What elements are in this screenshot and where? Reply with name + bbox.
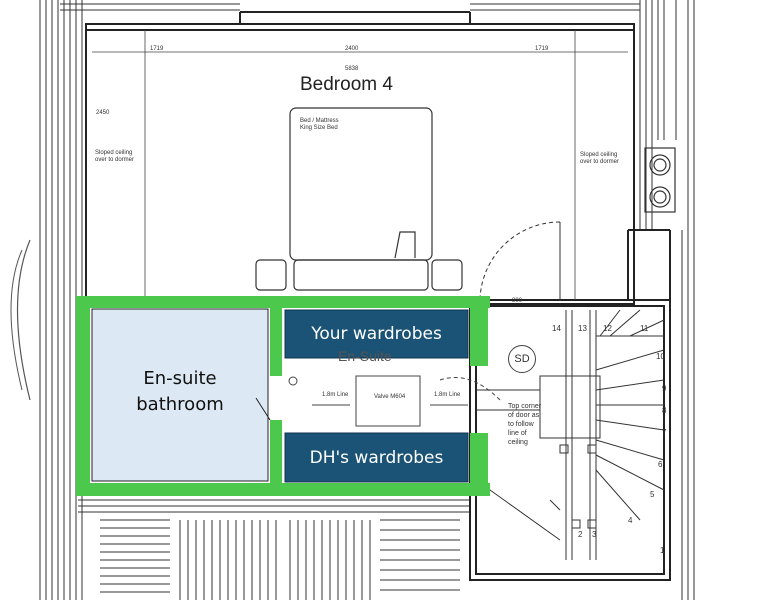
top-roof-hatching bbox=[60, 3, 640, 11]
dim-center: 2400 bbox=[345, 46, 359, 52]
stair-number: 7 bbox=[662, 428, 667, 437]
dim-right: 1719 bbox=[535, 46, 549, 52]
right-wall-note: Sloped ceiling over to dormer bbox=[580, 152, 620, 165]
ensuite-label-line2: bathroom bbox=[136, 394, 224, 415]
stair-number: 10 bbox=[656, 352, 665, 361]
stair-number: 9 bbox=[662, 384, 667, 393]
stair-number: 5 bbox=[650, 490, 655, 499]
stair-number: 4 bbox=[628, 516, 633, 525]
stair-number: 2 bbox=[578, 530, 583, 539]
line-left-note: 1.8m Line bbox=[322, 392, 349, 398]
stair-number: 11 bbox=[640, 324, 649, 333]
bed-note: Bed / Mattress King Size Bed bbox=[300, 118, 339, 131]
ensuite-label: En-suite bathroom bbox=[92, 366, 268, 418]
staircase bbox=[475, 309, 665, 560]
line-right-note: 1.8m Line bbox=[434, 392, 461, 398]
dim-height: 2450 bbox=[96, 110, 110, 116]
left-wall-note: Sloped ceiling over to dormer bbox=[95, 150, 135, 163]
dim-left: 1719 bbox=[150, 46, 164, 52]
ensuite-underlay-text: En-Suite bbox=[338, 348, 392, 364]
highlight-outline bbox=[76, 296, 490, 496]
stair-number: 12 bbox=[603, 324, 612, 333]
left-bay-window bbox=[16, 239, 31, 401]
valve-note: Valve M604 bbox=[374, 394, 406, 400]
door-swing bbox=[479, 221, 561, 301]
room-title: Bedroom 4 bbox=[300, 74, 393, 95]
dim-overall: 5838 bbox=[345, 66, 359, 72]
stair-number: 6 bbox=[658, 460, 663, 469]
stair-number: 8 bbox=[662, 406, 667, 415]
stair-number: 13 bbox=[578, 324, 587, 333]
bottom-roof-hatching bbox=[78, 499, 470, 600]
top-corner-note: Top corner of door as to follow line of … bbox=[508, 403, 542, 446]
right-roof-hatching bbox=[639, 0, 695, 600]
ensuite-area bbox=[91, 308, 269, 482]
stair-number: 1 bbox=[660, 546, 665, 555]
dh-wardrobes-box bbox=[284, 432, 469, 483]
stair-number: 14 bbox=[552, 324, 561, 333]
door-size-note: 800 bbox=[512, 298, 523, 304]
hob-icon bbox=[644, 147, 676, 213]
ensuite-label-line1: En-suite bbox=[143, 368, 217, 389]
dh-wardrobes-label: DH's wardrobes bbox=[309, 447, 444, 468]
your-wardrobes-label: Your wardrobes bbox=[311, 324, 442, 344]
smoke-detector-icon: SD bbox=[508, 345, 536, 373]
stair-number: 3 bbox=[592, 530, 597, 539]
your-wardrobes-box bbox=[284, 309, 469, 359]
bed bbox=[255, 107, 463, 291]
left-roof-hatching bbox=[39, 0, 83, 600]
